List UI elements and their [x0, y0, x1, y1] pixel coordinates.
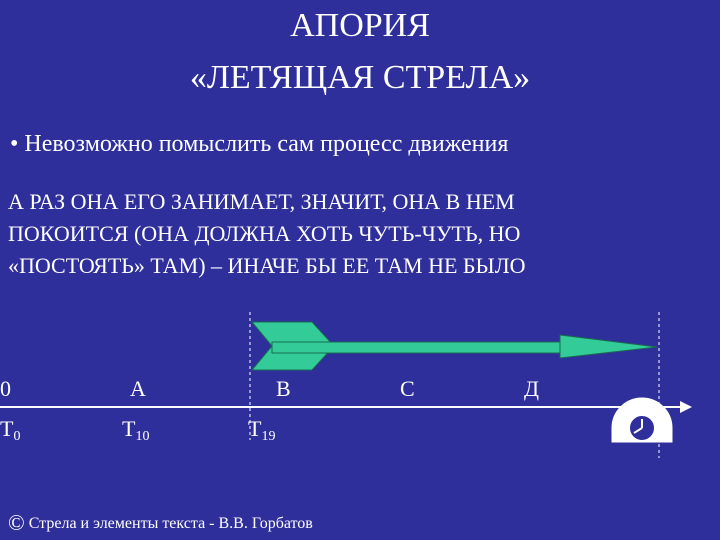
title-line-1: АПОРИЯ: [290, 7, 430, 44]
time-label-t19: Т19: [248, 416, 276, 444]
bullet-text: Невозможно помыслить сам процесс движени…: [24, 131, 509, 157]
body-line-2: ПОКОИТСЯ (ОНА ДОЛЖНА ХОТЬ ЧУТЬ-ЧУТЬ, НО: [8, 221, 521, 246]
bullet-point: • Невозможно помыслить сам процесс движе…: [10, 126, 508, 162]
body-line-1: А РАЗ ОНА ЕГО ЗАНИМАЕТ, ЗНАЧИТ, ОНА В НЕ…: [8, 189, 515, 214]
footer-credit: ©Стрела и элементы текста - В.В. Горбато…: [8, 512, 313, 535]
point-label-b: В: [276, 376, 291, 401]
point-label-c: С: [400, 376, 415, 401]
copyright-symbol: ©: [8, 510, 25, 535]
footer-text: Стрела и элементы текста - В.В. Горбатов: [28, 515, 313, 532]
point-label-a: А: [130, 376, 146, 401]
title-line-2: «ЛЕТЯЩАЯ СТРЕЛА»: [189, 59, 531, 96]
point-label-d: Д: [524, 376, 540, 401]
axis-arrowhead: [680, 401, 692, 413]
body-line-3: «ПОСТОЯТЬ» ТАМ) – ИНАЧЕ БЫ ЕЕ ТАМ НЕ БЫЛ…: [8, 253, 526, 278]
slide-title: АПОРИЯ «ЛЕТЯЩАЯ СТРЕЛА»: [0, 0, 720, 104]
time-label-t0: Т0: [0, 416, 21, 444]
time-label-t10: Т10: [122, 416, 150, 444]
bullet-marker: •: [10, 131, 19, 157]
clock-icon: [611, 397, 673, 443]
arrow-head: [559, 334, 658, 359]
point-label-0: 0: [0, 376, 11, 401]
body-text: А РАЗ ОНА ЕГО ЗАНИМАЕТ, ЗНАЧИТ, ОНА В НЕ…: [8, 186, 526, 282]
arrow-shaft: [271, 341, 567, 354]
time-axis: [0, 401, 692, 413]
flying-arrow: [250, 321, 658, 371]
